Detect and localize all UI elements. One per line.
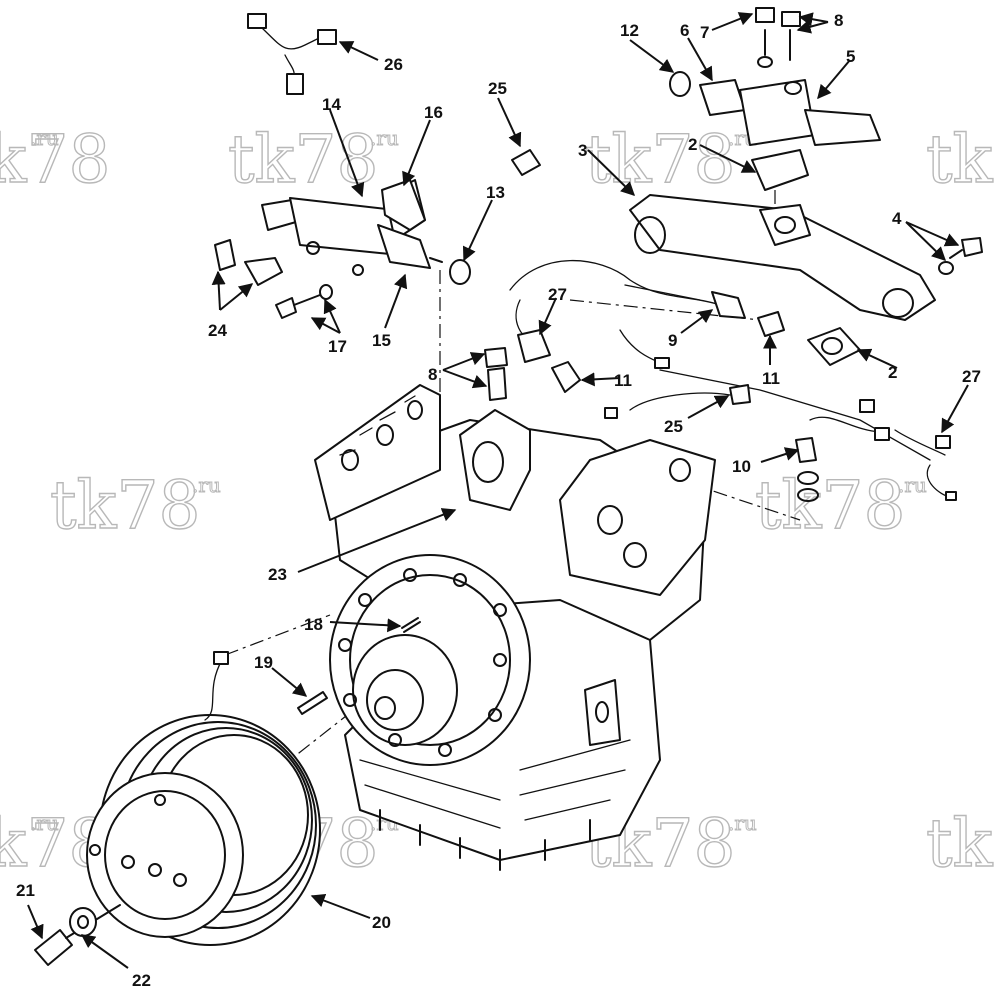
elbow-fitting-11-left bbox=[551, 361, 581, 393]
svg-text:tk78: tk78 bbox=[926, 805, 994, 882]
pulley-washer bbox=[69, 907, 97, 937]
leader-lines bbox=[27, 12, 969, 969]
callout-label: 19 bbox=[254, 653, 273, 672]
discharge-gasket-upper bbox=[751, 149, 809, 191]
svg-text:tk78: tk78 bbox=[926, 121, 994, 198]
watermark: tk78 bbox=[925, 120, 994, 198]
callout-label: 4 bbox=[892, 209, 902, 228]
discharge-o-ring bbox=[669, 71, 691, 97]
callout-label: 21 bbox=[16, 881, 35, 900]
watermark: tk78 .ru bbox=[0, 120, 111, 198]
callout-label: 8 bbox=[834, 11, 843, 30]
callout-label: 22 bbox=[132, 971, 151, 990]
callout-label: 2 bbox=[888, 363, 897, 382]
callout-label: 15 bbox=[372, 331, 391, 350]
callout-label: 3 bbox=[578, 141, 587, 160]
callout-label: 25 bbox=[664, 417, 683, 436]
discharge-service-valve bbox=[699, 7, 881, 146]
callout-label: 6 bbox=[680, 21, 689, 40]
callout-label: 26 bbox=[384, 55, 403, 74]
callout-label: 11 bbox=[762, 369, 780, 388]
wiring-harness bbox=[509, 259, 957, 501]
callout-label: 23 bbox=[268, 565, 287, 584]
pressure-switch-9 bbox=[711, 291, 746, 319]
suction-fitting bbox=[214, 239, 283, 286]
flange-bolts bbox=[338, 568, 507, 757]
callout-label: 9 bbox=[668, 331, 677, 350]
svg-text:.ru: .ru bbox=[192, 473, 221, 497]
watermark: tk78 .ru bbox=[754, 466, 927, 544]
svg-text:.ru: .ru bbox=[728, 811, 757, 835]
svg-text:tk78: tk78 bbox=[755, 467, 906, 544]
callout-label: 17 bbox=[328, 337, 347, 356]
pulley-clutch bbox=[86, 714, 321, 946]
svg-text:tk78: tk78 bbox=[50, 467, 201, 544]
suction-service-valve bbox=[261, 179, 443, 276]
callout-label: 27 bbox=[548, 285, 567, 304]
callout-label: 2 bbox=[688, 135, 697, 154]
svg-text:tk78: tk78 bbox=[228, 121, 379, 198]
o-ring bbox=[449, 259, 471, 285]
svg-text:tk78: tk78 bbox=[0, 121, 111, 198]
svg-text:.ru: .ru bbox=[30, 811, 59, 835]
svg-text:tk78: tk78 bbox=[585, 121, 736, 198]
harness-clip bbox=[511, 149, 541, 176]
discharge-gasket-lower bbox=[807, 327, 861, 366]
callout-label: 14 bbox=[322, 95, 341, 114]
callout-label: 5 bbox=[846, 47, 855, 66]
mounting-bolt bbox=[275, 284, 333, 319]
manifold-bolt bbox=[938, 237, 983, 275]
callout-label: 24 bbox=[208, 321, 227, 340]
discharge-manifold bbox=[629, 194, 936, 321]
svg-text:.ru: .ru bbox=[370, 126, 399, 150]
callout-label: 7 bbox=[700, 23, 709, 42]
watermark: tk78 .ru bbox=[49, 466, 221, 544]
callout-label: 16 bbox=[424, 103, 443, 122]
switch-connector-27 bbox=[517, 329, 551, 363]
sensor-25 bbox=[729, 384, 751, 405]
flange-fitting-8 bbox=[484, 347, 508, 401]
callout-labels: 2 2 3 4 4 5 6 7 8 8 9 10 11 11 12 13 14 … bbox=[16, 11, 981, 990]
callout-label: 11 bbox=[614, 371, 632, 390]
callout-label: 13 bbox=[486, 183, 505, 202]
callout-label: 12 bbox=[620, 21, 639, 40]
callout-label: 8 bbox=[428, 365, 437, 384]
watermark: tk78 .ru bbox=[227, 120, 399, 198]
callout-label: 25 bbox=[488, 79, 507, 98]
svg-text:.ru: .ru bbox=[898, 473, 927, 497]
clutch-wire bbox=[204, 659, 223, 721]
callout-label: 10 bbox=[732, 457, 751, 476]
svg-text:.ru: .ru bbox=[30, 126, 59, 150]
watermark: tk78 bbox=[925, 804, 994, 882]
elbow-fitting-11-right bbox=[757, 311, 785, 337]
compressor-body bbox=[314, 384, 716, 871]
callout-label: 20 bbox=[372, 913, 391, 932]
callout-label: 27 bbox=[962, 367, 981, 386]
shaft-key bbox=[297, 691, 328, 715]
callout-label: 18 bbox=[304, 615, 323, 634]
sensor-harness-26 bbox=[247, 13, 337, 95]
